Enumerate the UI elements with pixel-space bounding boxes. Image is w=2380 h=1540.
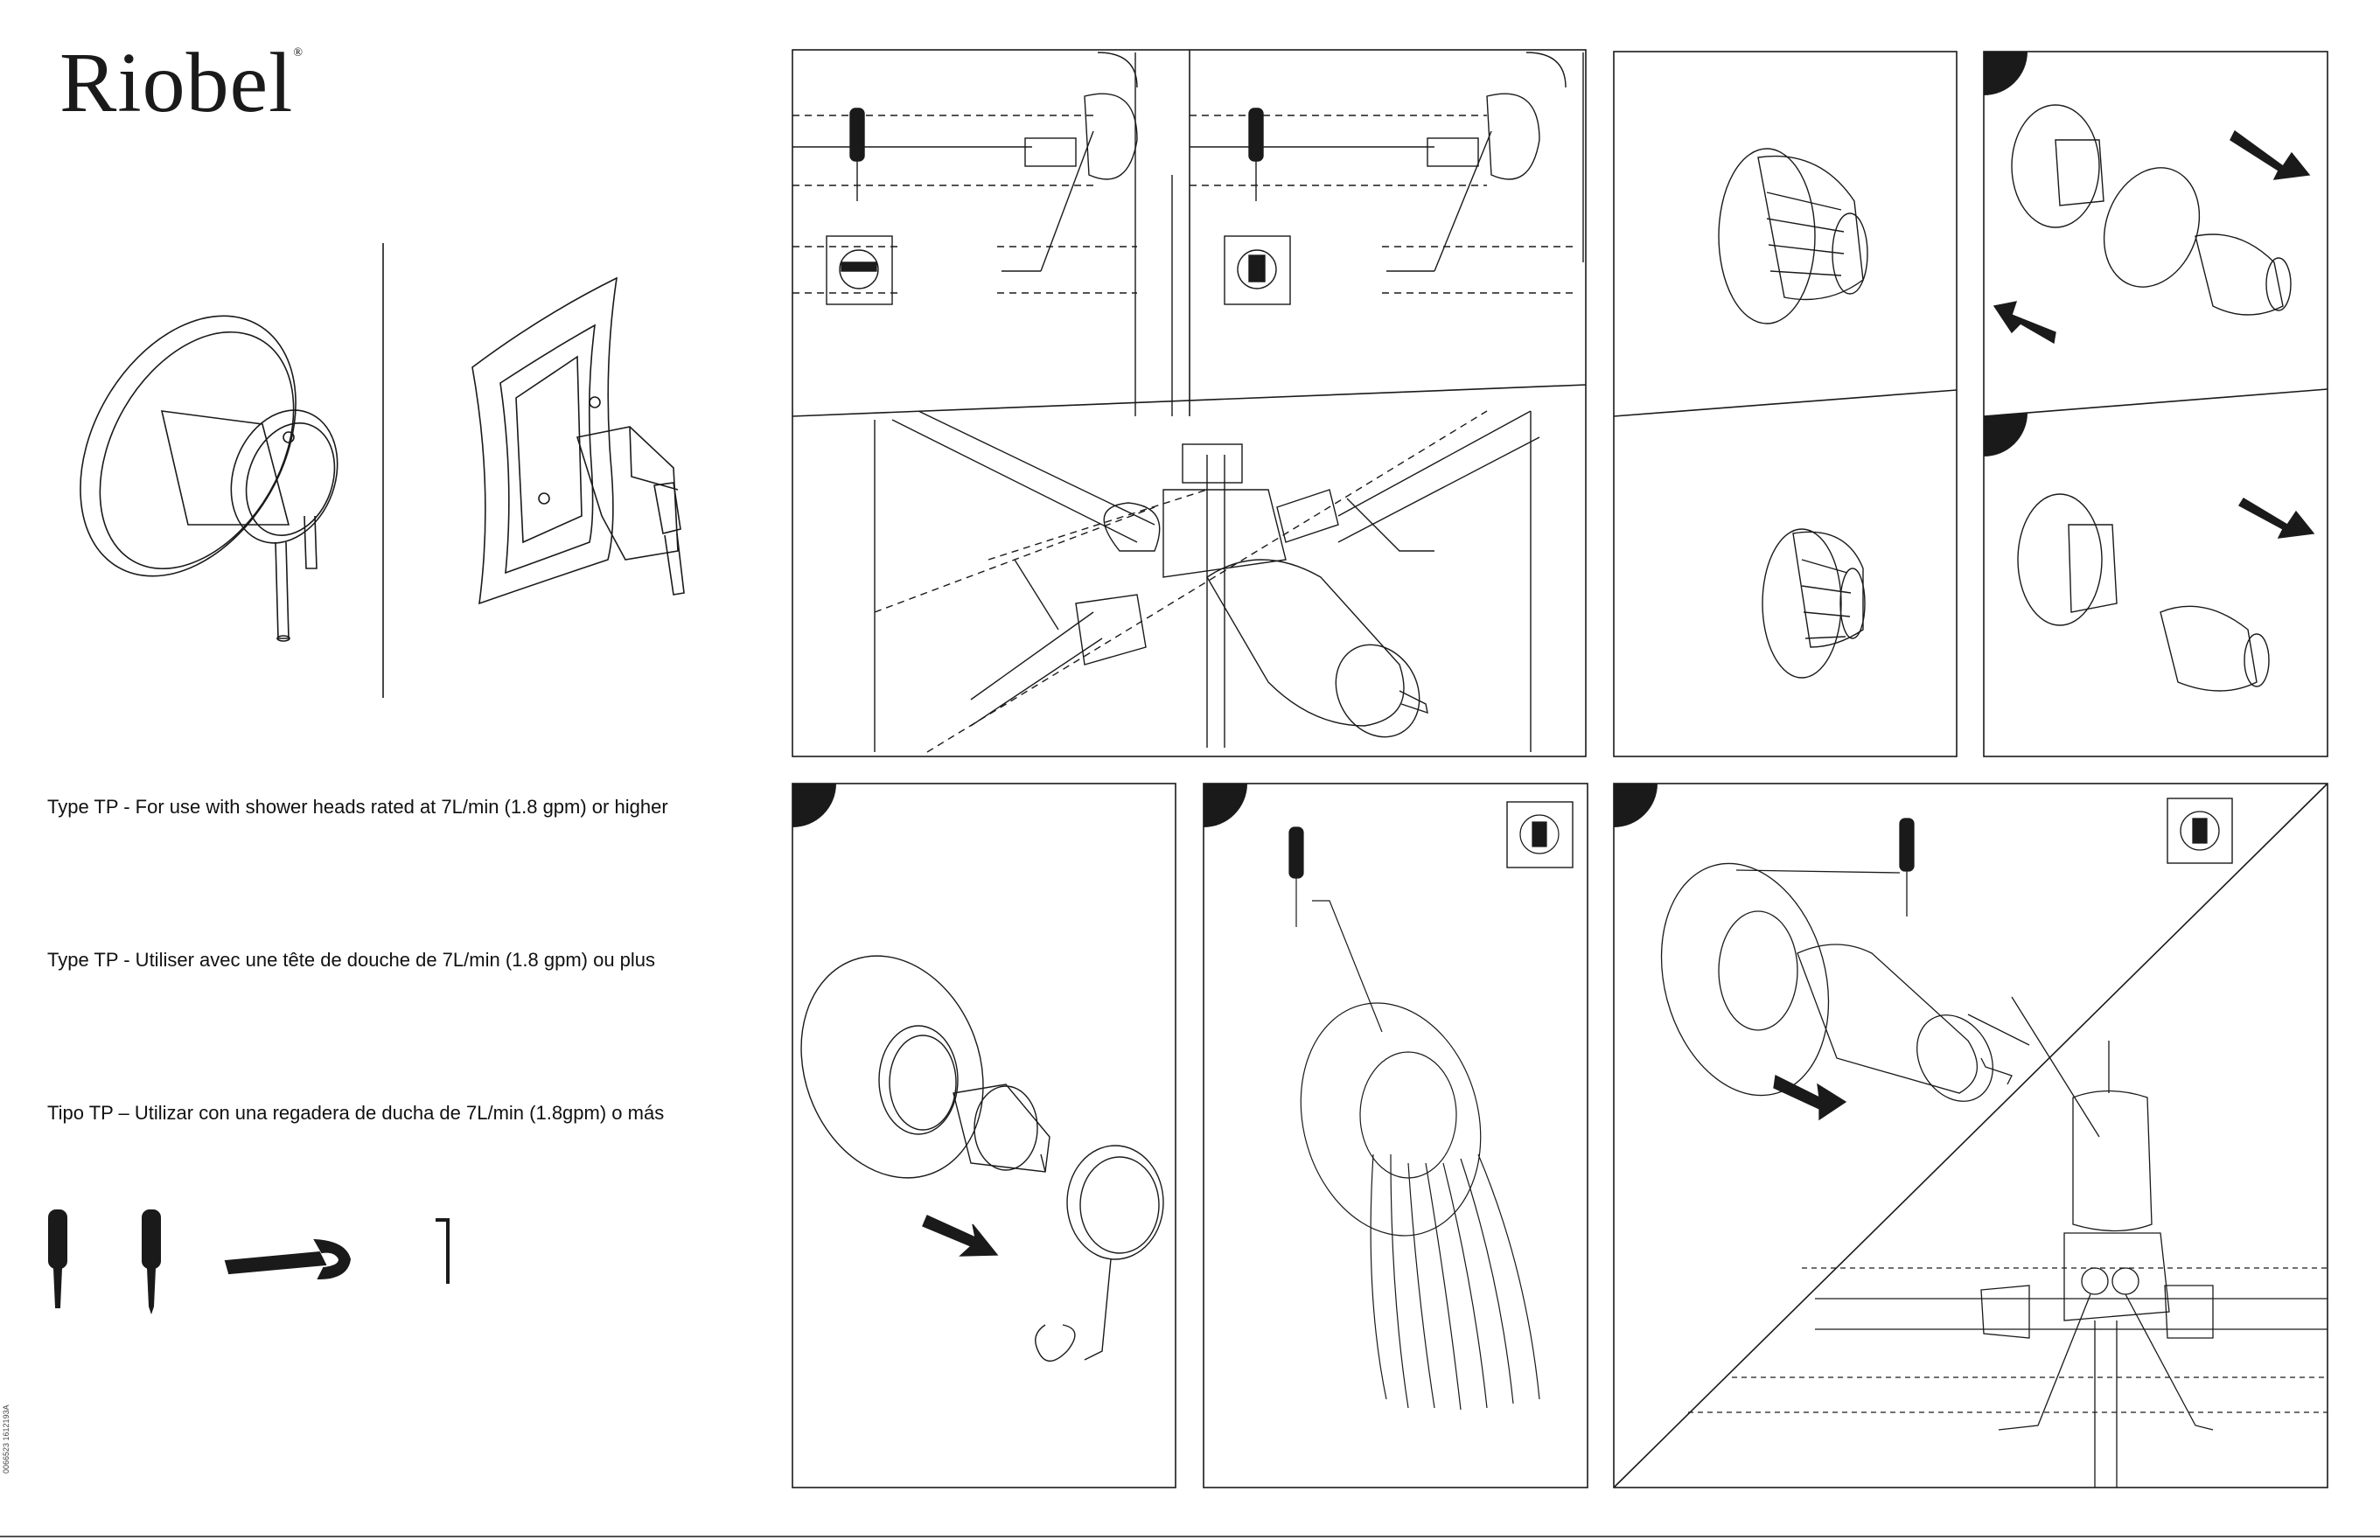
step-marker-disassembly [792,784,836,827]
product-square-trim-illustration [472,278,684,603]
screwdriver-flat-icon [49,1210,66,1307]
pipe-connection-illustration [792,52,1583,752]
panel-cap-frame [1614,52,1957,756]
panel-frames [792,50,2328,1488]
panel-handle-frame [1984,52,2328,756]
step-marker-flush [1204,784,1247,827]
panel-disassembly-frame [792,784,1176,1488]
cap-removal-illustration [1719,149,1867,678]
step-marker-handle-bottom [1984,413,2028,456]
flush-illustration [1275,802,1573,1410]
screwdriver-phillips-icon [143,1210,160,1312]
product-round-trim-illustration [36,277,355,641]
step-marker-reassembly [1614,784,1658,827]
adjustable-wrench-icon [226,1240,350,1279]
hex-key-icon [436,1220,448,1284]
panel-cap-divider [1614,390,1957,416]
panel-handle-divider [1984,389,2328,416]
reassembly-illustration [1637,798,2328,1488]
handle-removal-illustration [1994,105,2314,691]
step-marker-handle-top [1984,52,2028,95]
panel-flush-frame [1204,784,1588,1488]
disassembly-illustration [771,930,1163,1362]
panel-reassembly-diagonal [1614,784,2328,1488]
